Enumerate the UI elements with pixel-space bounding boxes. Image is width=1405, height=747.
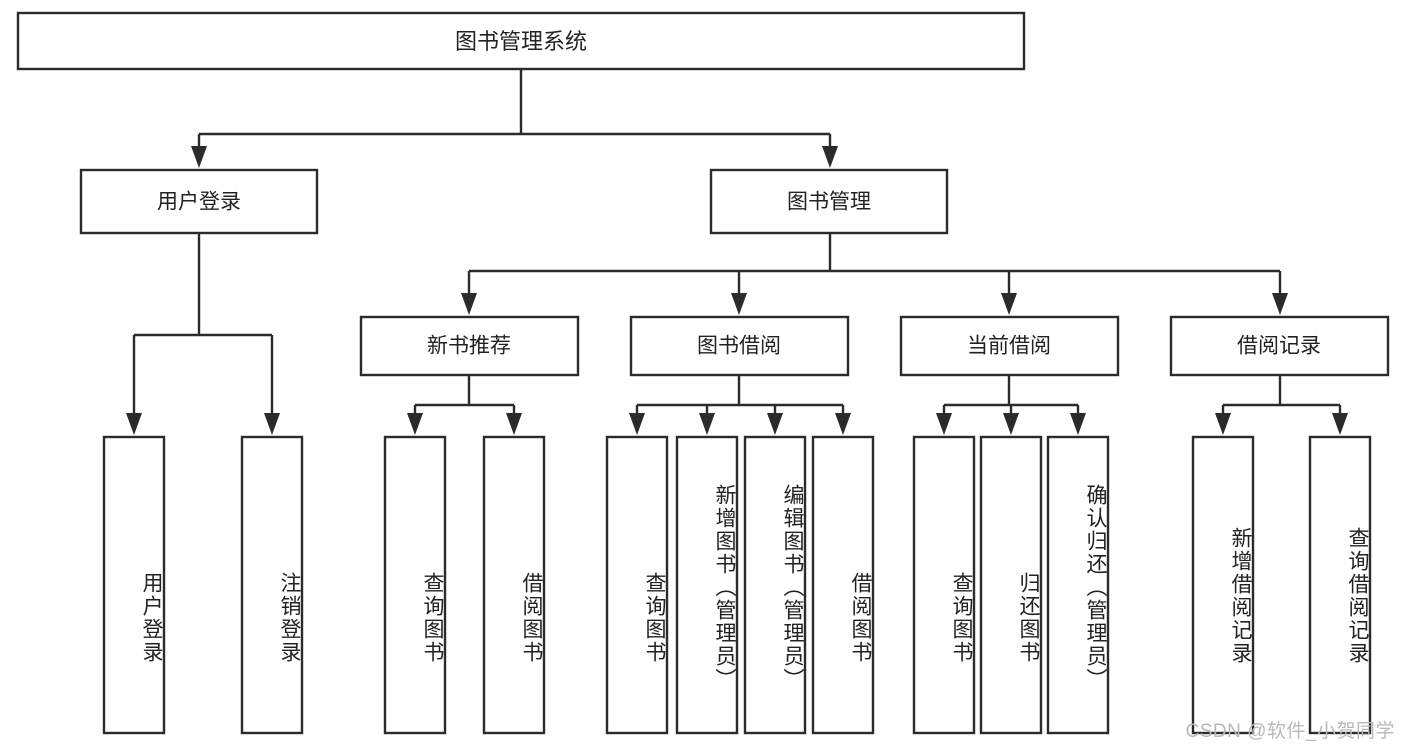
arrowhead-book-borrow: [731, 293, 747, 315]
arrowhead-current-borrow: [1001, 293, 1017, 315]
leaf-box-current-borrow-2[interactable]: [1046, 435, 1110, 735]
book-management-box[interactable]: [709, 168, 949, 235]
node-book-borrow[interactable]: 图书借阅: [629, 315, 850, 377]
arrowhead-bb-leaf1: [699, 413, 715, 435]
csdn-watermark: CSDN @软件_小贺同学: [1185, 721, 1395, 742]
arrowhead-new-book: [461, 293, 477, 315]
connector-book-mgmt-to-level3: [461, 233, 1288, 315]
arrowhead-borrow-record: [1272, 293, 1288, 315]
leaf-box-book-borrow-1[interactable]: [675, 435, 739, 735]
borrow-record-box[interactable]: [1169, 315, 1390, 377]
borrow-record-label: 借阅记录: [1237, 335, 1321, 358]
leaf-box-borrow-record-0[interactable]: [1191, 435, 1255, 735]
arrowhead-user-login: [191, 146, 207, 168]
arrowhead-bb-leaf0: [629, 413, 645, 435]
arrowhead-br-leaf0: [1215, 413, 1231, 435]
arrowhead-book-mgmt: [822, 146, 838, 168]
book-borrow-box[interactable]: [629, 315, 850, 377]
node-current-borrow[interactable]: 当前借阅: [899, 315, 1120, 377]
arrowhead-nb-leaf0: [407, 413, 423, 435]
leaf-box-new-book-1[interactable]: [482, 435, 546, 735]
leaf-box-book-borrow-0[interactable]: [605, 435, 669, 735]
current-borrow-label: 当前借阅: [967, 335, 1051, 358]
arrowhead-cb-leaf0: [936, 413, 952, 435]
node-borrow-record[interactable]: 借阅记录: [1169, 315, 1390, 377]
connector-root-to-level2: [191, 69, 838, 168]
connector-new-book-to-leaves: [407, 375, 522, 435]
arrowhead-bb-leaf3: [835, 413, 851, 435]
root-label: 图书管理系统: [455, 29, 587, 54]
arrowhead-ul-leaf1: [264, 413, 280, 435]
arrowhead-br-leaf1: [1332, 413, 1348, 435]
connector-book-borrow-to-leaves: [629, 375, 851, 435]
arrowhead-nb-leaf1: [506, 413, 522, 435]
user-login-box[interactable]: [79, 168, 319, 235]
arrowhead-bb-leaf2: [767, 413, 783, 435]
current-borrow-box[interactable]: [899, 315, 1120, 377]
connector-borrow-record-to-leaves: [1215, 375, 1348, 435]
node-new-book-recommend[interactable]: 新书推荐: [359, 315, 580, 377]
root-box[interactable]: [16, 11, 1026, 71]
leaf-box-current-borrow-1[interactable]: [979, 435, 1043, 735]
leaf-box-user-login-1[interactable]: [240, 435, 304, 735]
leaf-box-borrow-record-1[interactable]: [1308, 435, 1372, 735]
arrowhead-cb-leaf1: [1003, 413, 1019, 435]
leaf-box-new-book-0[interactable]: [383, 435, 447, 735]
leaf-box-book-borrow-2[interactable]: [743, 435, 807, 735]
leaf-box-current-borrow-0[interactable]: [912, 435, 976, 735]
leaf-box-user-login-0[interactable]: [102, 435, 166, 735]
book-management-label: 图书管理: [787, 191, 871, 214]
new-book-recommend-box[interactable]: [359, 315, 580, 377]
book-borrow-label: 图书借阅: [697, 335, 781, 358]
user-login-label: 用户登录: [157, 191, 241, 214]
connector-user-login-to-leaves: [126, 233, 280, 435]
arrowhead-cb-leaf2: [1070, 413, 1086, 435]
connector-current-borrow-to-leaves: [936, 375, 1086, 435]
node-root-system[interactable]: 图书管理系统: [16, 11, 1026, 71]
node-user-login[interactable]: 用户登录: [79, 168, 319, 235]
new-book-recommend-label: 新书推荐: [427, 335, 511, 358]
node-book-management[interactable]: 图书管理: [709, 168, 949, 235]
leaf-box-book-borrow-3[interactable]: [811, 435, 875, 735]
arrowhead-ul-leaf0: [126, 413, 142, 435]
